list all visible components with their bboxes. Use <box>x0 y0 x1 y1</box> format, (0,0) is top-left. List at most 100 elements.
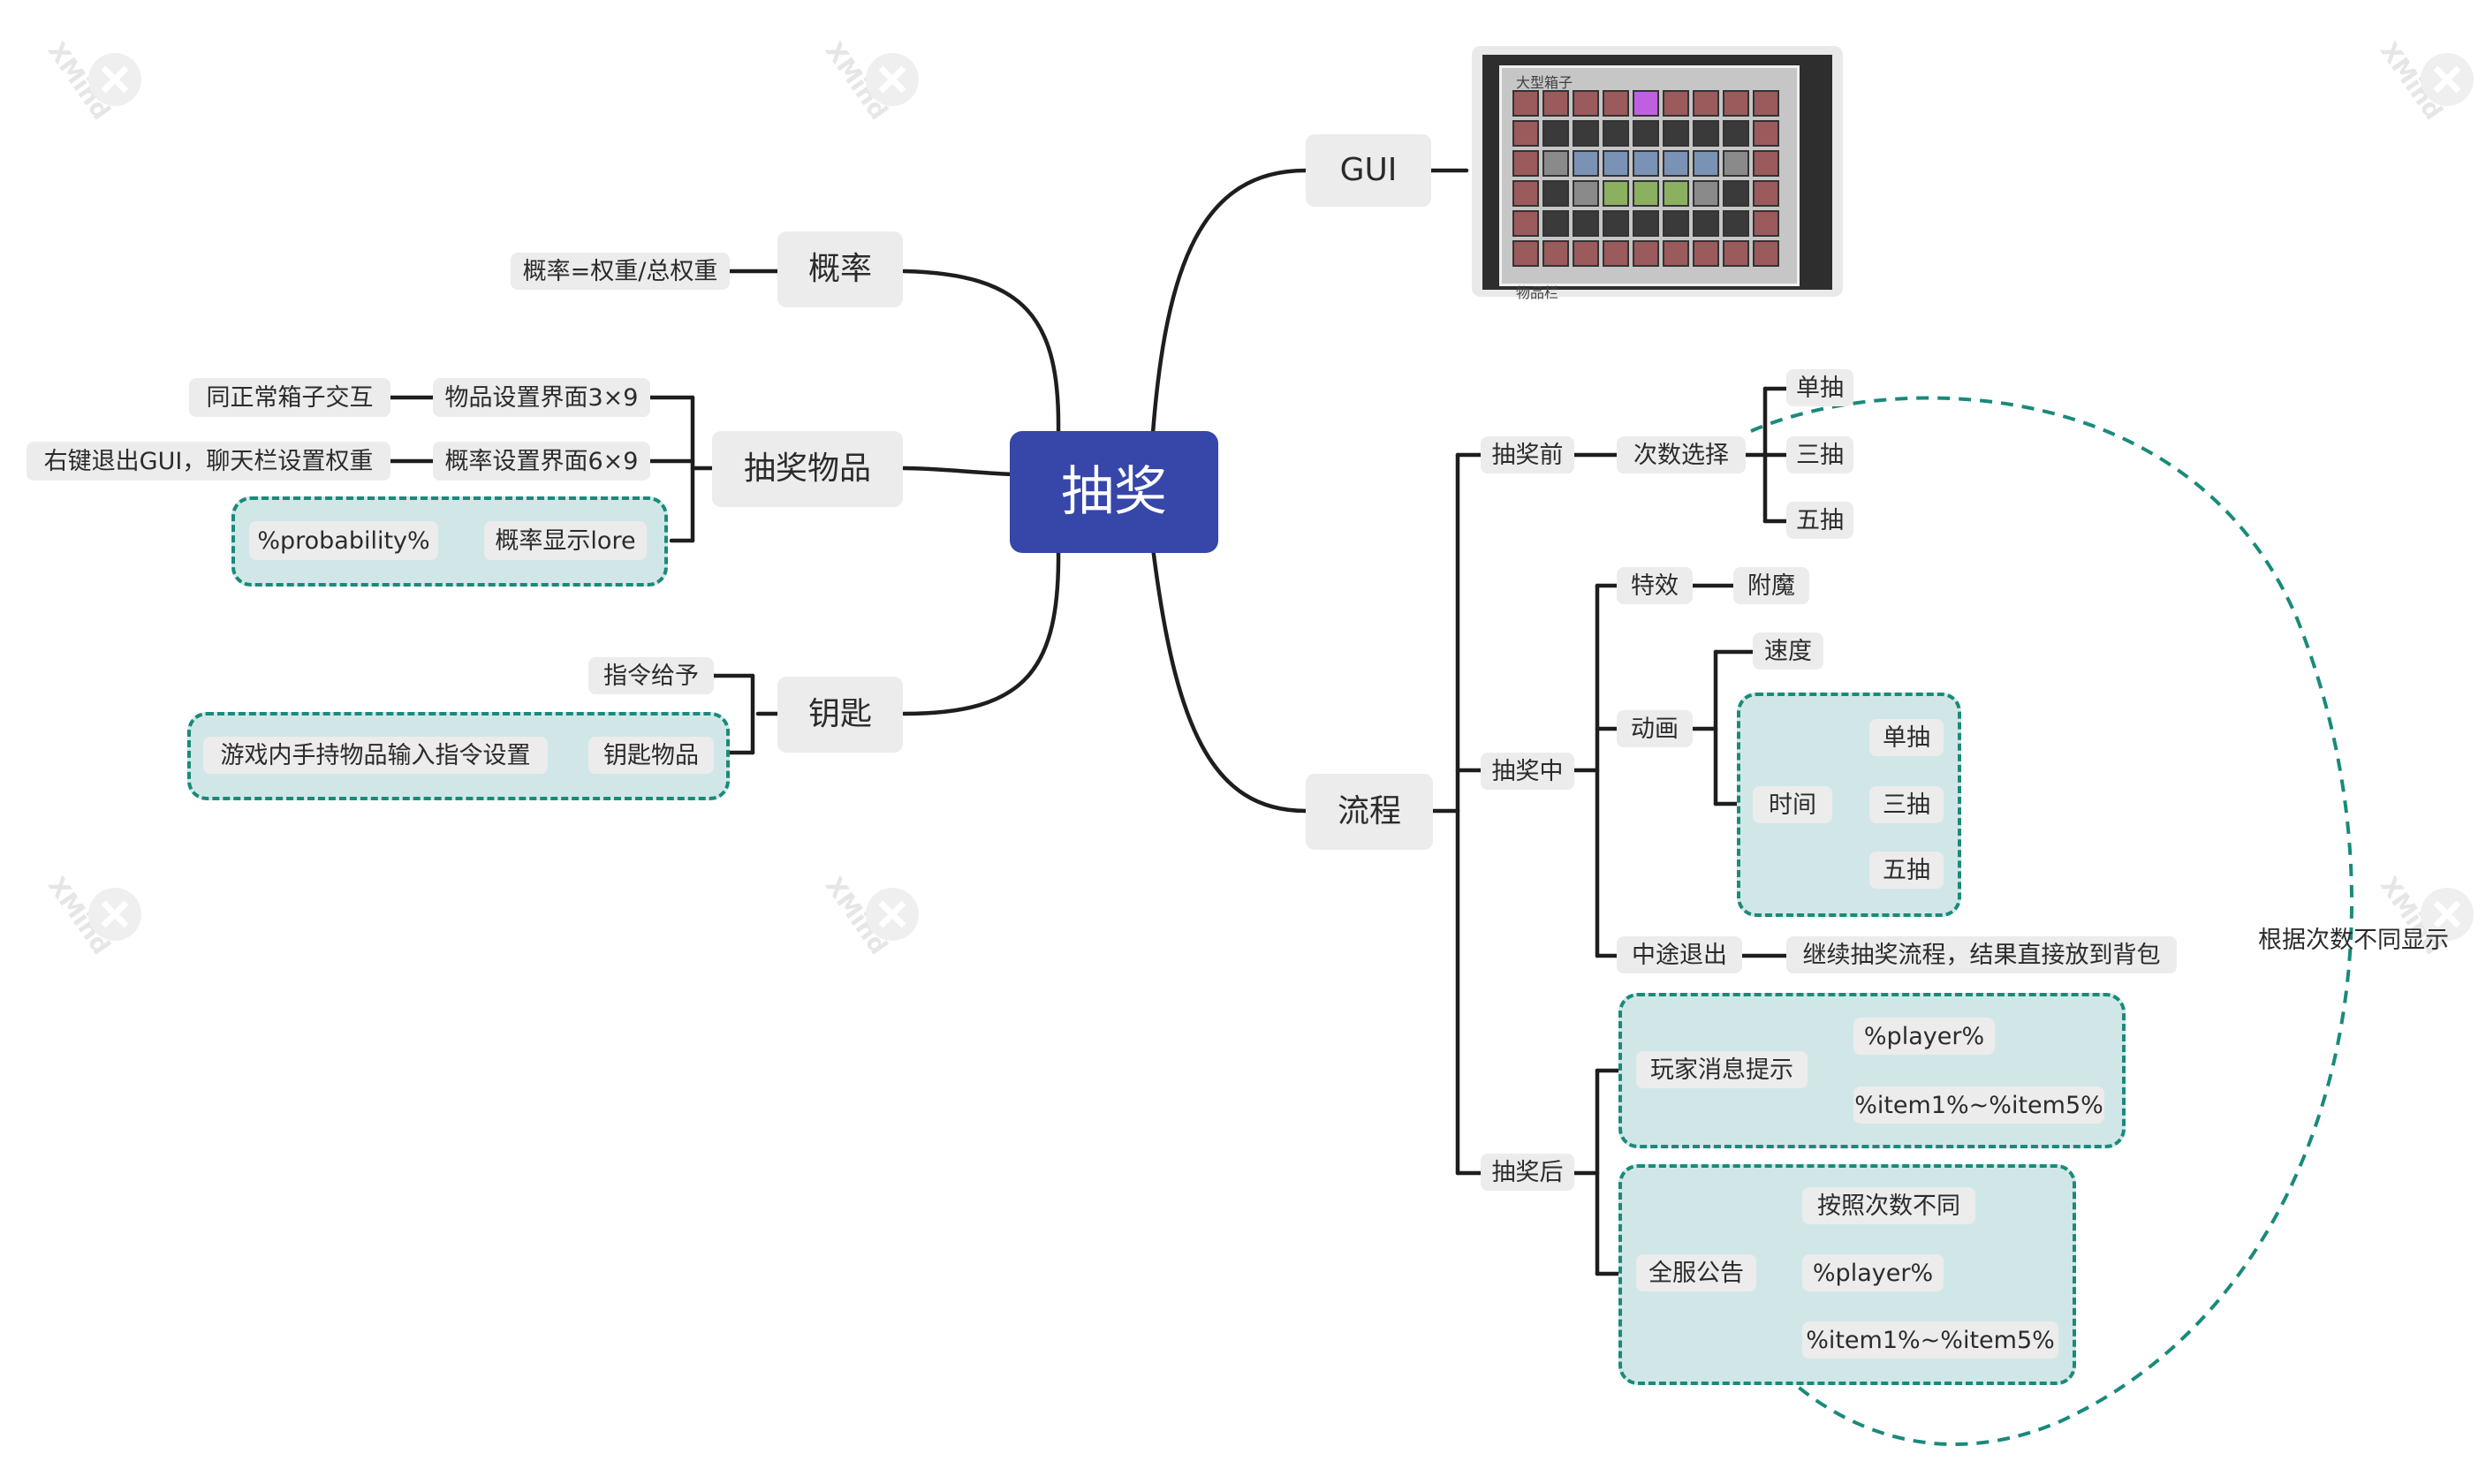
xmind-logo-icon <box>2421 888 2474 941</box>
node-bc-item-var[interactable]: %item1%~%item5% <box>1802 1321 2058 1359</box>
gui-slot <box>1603 150 1629 177</box>
topic-probability[interactable]: 概率 <box>777 231 903 307</box>
node-broadcast[interactable]: 全服公告 <box>1636 1254 1756 1291</box>
node-player-var[interactable]: %player% <box>1853 1018 1995 1055</box>
gui-slot <box>1723 210 1749 237</box>
gui-slot <box>1603 90 1629 117</box>
gui-slot <box>1573 210 1599 237</box>
gui-slot <box>1633 210 1659 237</box>
node-prob-settings-note[interactable]: 右键退出GUI，聊天栏设置权重 <box>27 442 390 481</box>
watermark: XMind <box>813 871 945 1007</box>
node-key-item[interactable]: 钥匙物品 <box>588 737 714 774</box>
node-count-select[interactable]: 次数选择 <box>1617 436 1746 473</box>
node-bc-player-var[interactable]: %player% <box>1802 1254 1944 1291</box>
node-quit[interactable]: 中途退出 <box>1617 936 1742 973</box>
node-by-count[interactable]: 按照次数不同 <box>1802 1187 1975 1224</box>
node-time-single[interactable]: 单抽 <box>1869 719 1944 756</box>
node-prob-formula[interactable]: 概率=权重/总权重 <box>511 253 730 290</box>
gui-slot <box>1753 120 1779 147</box>
gui-slot <box>1723 90 1749 117</box>
node-item-var[interactable]: %item1%~%item5% <box>1853 1086 2104 1124</box>
node-prob-settings[interactable]: 概率设置界面6×9 <box>433 442 650 481</box>
gui-slot <box>1542 180 1569 207</box>
gui-slot <box>1573 180 1599 207</box>
gui-chest-title: 大型箱子 <box>1516 74 1573 91</box>
gui-slot <box>1693 180 1719 207</box>
gui-slot <box>1753 240 1779 267</box>
gui-slot <box>1663 150 1689 177</box>
gui-slot <box>1633 240 1659 267</box>
node-quit-note[interactable]: 继续抽奖流程，结果直接放到背包 <box>1786 936 2177 973</box>
gui-slot <box>1693 90 1719 117</box>
node-during[interactable]: 抽奖中 <box>1481 753 1574 790</box>
node-time-triple[interactable]: 三抽 <box>1869 786 1944 823</box>
gui-slot <box>1753 150 1779 177</box>
watermark: XMind <box>2368 36 2486 172</box>
gui-slot <box>1663 240 1689 267</box>
xmind-logo-icon <box>2421 53 2474 106</box>
node-item-settings[interactable]: 物品设置界面3×9 <box>433 378 650 417</box>
topic-key[interactable]: 钥匙 <box>777 677 903 753</box>
watermark: XMind <box>2368 871 2486 1007</box>
gui-slot <box>1512 210 1539 237</box>
gui-slot <box>1753 90 1779 117</box>
xmind-logo-icon <box>88 53 141 106</box>
node-five[interactable]: 五抽 <box>1786 502 1853 539</box>
node-key-give[interactable]: 指令给予 <box>588 657 714 694</box>
gui-slot <box>1603 120 1629 147</box>
gui-slot <box>1512 240 1539 267</box>
watermark: XMind <box>813 36 945 172</box>
root-topic[interactable]: 抽奖 <box>1010 431 1218 553</box>
node-effect[interactable]: 特效 <box>1617 567 1693 604</box>
gui-slot <box>1512 90 1539 117</box>
topic-items[interactable]: 抽奖物品 <box>712 431 903 507</box>
gui-slot <box>1573 90 1599 117</box>
gui-slot <box>1542 240 1569 267</box>
gui-slot <box>1573 240 1599 267</box>
gui-slot <box>1723 120 1749 147</box>
relationship-curve <box>1728 396 2354 1447</box>
node-key-item-note[interactable]: 游戏内手持物品输入指令设置 <box>203 737 548 774</box>
node-triple[interactable]: 三抽 <box>1786 436 1853 473</box>
gui-slot <box>1573 150 1599 177</box>
relationship-label[interactable]: 根据次数不同显示 <box>2258 927 2449 954</box>
node-animation[interactable]: 动画 <box>1617 710 1693 747</box>
gui-slot <box>1573 120 1599 147</box>
gui-slot <box>1663 210 1689 237</box>
node-prob-lore[interactable]: 概率显示lore <box>484 521 647 560</box>
watermark: XMind <box>35 36 168 172</box>
gui-slot <box>1693 150 1719 177</box>
node-speed[interactable]: 速度 <box>1753 632 1823 670</box>
gui-slot <box>1633 180 1659 207</box>
gui-slot <box>1512 150 1539 177</box>
gui-slot <box>1633 150 1659 177</box>
gui-slot <box>1633 120 1659 147</box>
node-before[interactable]: 抽奖前 <box>1481 436 1574 473</box>
node-prob-lore-var[interactable]: %probability% <box>249 521 438 560</box>
node-player-msg[interactable]: 玩家消息提示 <box>1636 1051 1808 1088</box>
watermark: XMind <box>35 871 168 1007</box>
node-time-five[interactable]: 五抽 <box>1869 852 1944 889</box>
gui-slot <box>1603 180 1629 207</box>
gui-slot <box>1512 120 1539 147</box>
gui-slot <box>1723 240 1749 267</box>
gui-slot <box>1542 120 1569 147</box>
gui-slot <box>1542 210 1569 237</box>
gui-slot <box>1663 90 1689 117</box>
xmind-logo-icon <box>88 888 141 941</box>
gui-slot <box>1633 90 1659 117</box>
node-enchant[interactable]: 附魔 <box>1733 567 1809 604</box>
node-item-settings-note[interactable]: 同正常箱子交互 <box>189 378 390 417</box>
gui-slot <box>1693 210 1719 237</box>
xmind-logo-icon <box>866 53 919 106</box>
node-after[interactable]: 抽奖后 <box>1481 1154 1574 1191</box>
node-time[interactable]: 时间 <box>1753 786 1832 823</box>
topic-gui[interactable]: GUI <box>1306 134 1431 207</box>
gui-slot <box>1542 90 1569 117</box>
node-single[interactable]: 单抽 <box>1786 369 1853 406</box>
xmind-logo-icon <box>866 888 919 941</box>
topic-flow[interactable]: 流程 <box>1306 774 1433 850</box>
gui-slot <box>1723 150 1749 177</box>
gui-slot <box>1663 120 1689 147</box>
